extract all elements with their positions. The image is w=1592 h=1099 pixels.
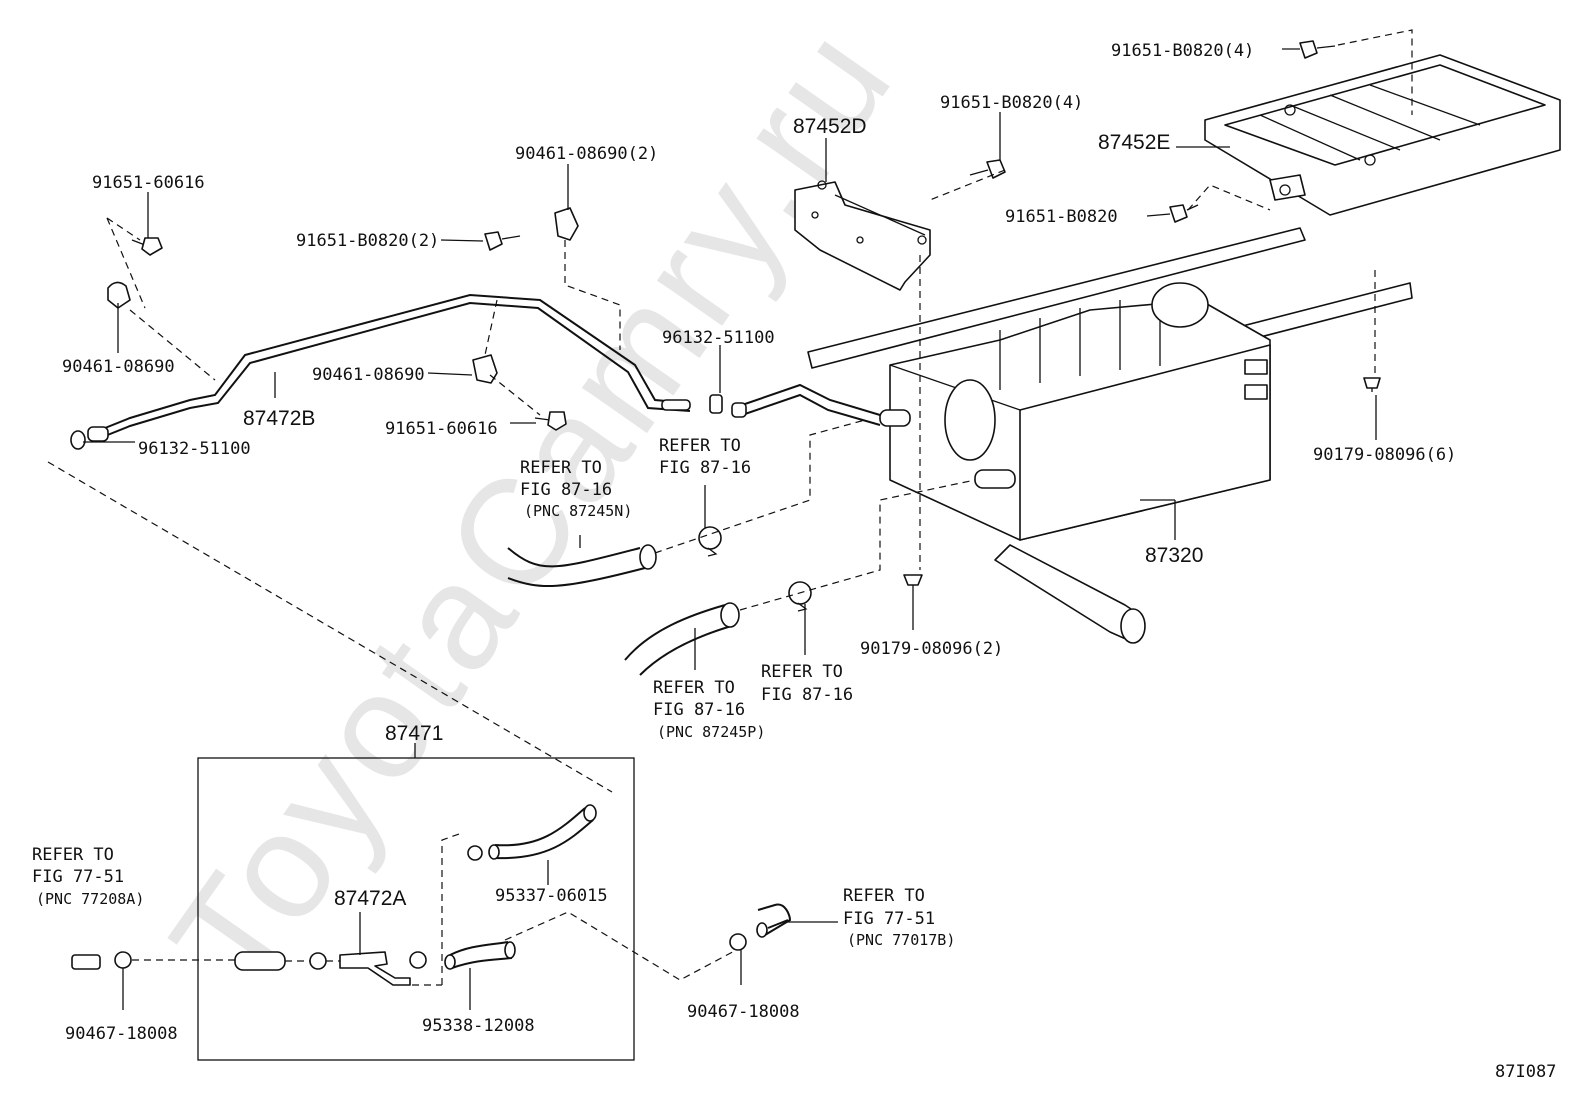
hose-95338-12008[interactable] xyxy=(444,941,516,970)
ref-d-line1: REFER TO xyxy=(761,662,843,682)
bolt-91651-b0820-4-top[interactable] xyxy=(1299,40,1336,59)
hose-87471-left[interactable] xyxy=(234,951,286,971)
label-95337-06015: 95337-06015 xyxy=(495,886,608,906)
ref-f-line3: (PNC 77017B) xyxy=(847,931,955,949)
clip-90461-08690-left[interactable] xyxy=(107,281,131,309)
ref-c-line3: (PNC 87245P) xyxy=(657,723,765,741)
bolt-91651-b0820-2[interactable] xyxy=(484,231,521,251)
grommet-90179-08096-2[interactable] xyxy=(903,574,923,590)
label-87452e: 87452E xyxy=(1098,131,1170,154)
bracket-87452e[interactable] xyxy=(1204,54,1561,216)
label-91651-b0820-4-top: 91651-B0820(4) xyxy=(1111,41,1254,61)
clamp-87471-a[interactable] xyxy=(309,952,327,970)
hose-ref-a xyxy=(507,544,657,588)
hose-ref-c xyxy=(624,602,740,676)
label-91651-b0820-2: 91651-B0820(2) xyxy=(296,231,439,251)
label-87472b: 87472B xyxy=(243,407,315,430)
ref-e-line2: FIG 77-51 xyxy=(32,867,124,887)
ref-a-line3: (PNC 87245N) xyxy=(524,502,632,520)
clamp-95337-small[interactable] xyxy=(467,845,483,861)
heater-unit-87320[interactable] xyxy=(807,227,1413,644)
bolt-91651-b0820-single[interactable] xyxy=(1169,204,1199,223)
hose-center[interactable] xyxy=(709,383,881,426)
ref-b-line1: REFER TO xyxy=(659,436,741,456)
clip-90461-08690-mid[interactable] xyxy=(472,354,498,384)
label-90467-18008-left: 90467-18008 xyxy=(65,1024,178,1044)
ref-a-line2: FIG 87-16 xyxy=(520,480,612,500)
label-95338-12008: 95338-12008 xyxy=(422,1016,535,1036)
bolt-91651-60616-mid[interactable] xyxy=(534,411,567,431)
label-87472a: 87472A xyxy=(334,887,406,910)
label-96132-51100-center: 96132-51100 xyxy=(662,328,775,348)
ref-c-line1: REFER TO xyxy=(653,678,735,698)
ref-e-line1: REFER TO xyxy=(32,845,114,865)
ref-c-line2: FIG 87-16 xyxy=(653,700,745,720)
label-96132-51100-left: 96132-51100 xyxy=(138,439,251,459)
ref-e-line3: (PNC 77208A) xyxy=(36,890,144,908)
clamp-87471-b[interactable] xyxy=(409,951,427,969)
label-90467-18008-right: 90467-18008 xyxy=(687,1002,800,1022)
label-87320: 87320 xyxy=(1145,544,1203,567)
label-90179-08096-2: 90179-08096(2) xyxy=(860,639,1003,659)
hose-clamp-96132-51100-left[interactable] xyxy=(70,430,86,450)
label-90461-08690-left: 90461-08690 xyxy=(62,357,175,377)
assembly-box-87471 xyxy=(197,757,635,1061)
hose-95337-06015[interactable] xyxy=(488,804,597,860)
label-87452d: 87452D xyxy=(793,115,867,138)
label-90461-08690-mid: 90461-08690 xyxy=(312,365,425,385)
ref-f-line1: REFER TO xyxy=(843,886,925,906)
clamp-ref-d[interactable] xyxy=(788,581,812,612)
label-91651-60616-top: 91651-60616 xyxy=(92,173,205,193)
label-91651-b0820-4-mid: 91651-B0820(4) xyxy=(940,93,1083,113)
clamp-90467-18008-right[interactable] xyxy=(729,933,747,951)
label-87471: 87471 xyxy=(385,722,443,745)
ref-a-line1: REFER TO xyxy=(520,458,602,478)
pipe-87472b[interactable] xyxy=(87,293,691,442)
ref-f-line2: FIG 77-51 xyxy=(843,909,935,929)
hose-ref-e xyxy=(71,954,101,970)
clamp-90467-18008-left[interactable] xyxy=(114,951,132,969)
pipe-87472a[interactable] xyxy=(339,951,411,986)
bracket-87452d[interactable] xyxy=(794,180,931,291)
label-90179-08096-6: 90179-08096(6) xyxy=(1313,445,1456,465)
label-90461-08690-2: 90461-08690(2) xyxy=(515,144,658,164)
grommet-90179-08096-6[interactable] xyxy=(1363,377,1381,392)
bolt-91651-b0820-4-mid[interactable] xyxy=(969,159,1006,179)
hose-ref-f xyxy=(756,903,792,938)
clip-90461-08690-2[interactable] xyxy=(554,207,579,241)
label-91651-b0820-single: 91651-B0820 xyxy=(1005,207,1118,227)
ref-b-line2: FIG 87-16 xyxy=(659,458,751,478)
figure-code: 87I087 xyxy=(1495,1062,1556,1082)
ref-d-line2: FIG 87-16 xyxy=(761,685,853,705)
label-91651-60616-mid: 91651-60616 xyxy=(385,419,498,439)
bolt-91651-60616-top[interactable] xyxy=(131,237,163,256)
